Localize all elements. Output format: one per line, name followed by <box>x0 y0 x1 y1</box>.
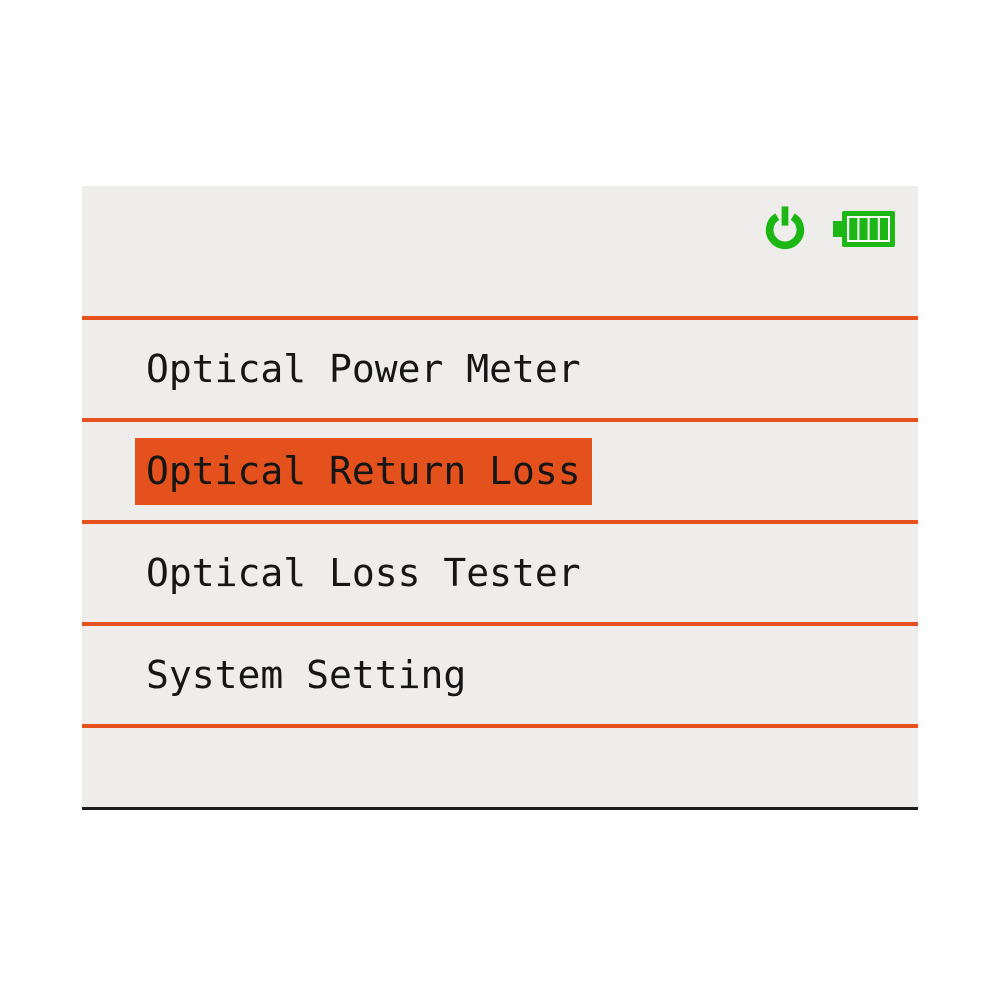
power-icon <box>762 205 808 251</box>
divider <box>82 622 918 626</box>
menu-item-label: Optical Power Meter <box>146 347 581 391</box>
menu-item-label: System Setting <box>146 653 467 697</box>
divider <box>82 520 918 524</box>
battery-icon <box>833 211 895 247</box>
menu-item-label: Optical Return Loss <box>135 437 592 505</box>
divider <box>82 316 918 320</box>
divider <box>82 724 918 728</box>
menu-item-optical-loss-tester[interactable]: Optical Loss Tester <box>82 524 918 622</box>
menu-item-optical-power-meter[interactable]: Optical Power Meter <box>82 320 918 418</box>
divider <box>82 418 918 422</box>
menu-item-system-setting[interactable]: System Setting <box>82 626 918 724</box>
footer-space <box>82 728 918 806</box>
menu-item-label: Optical Loss Tester <box>146 551 581 595</box>
status-bar <box>82 186 918 316</box>
device-screen: Optical Power Meter Optical Return Loss … <box>82 186 918 810</box>
menu-item-optical-return-loss[interactable]: Optical Return Loss <box>82 422 918 520</box>
